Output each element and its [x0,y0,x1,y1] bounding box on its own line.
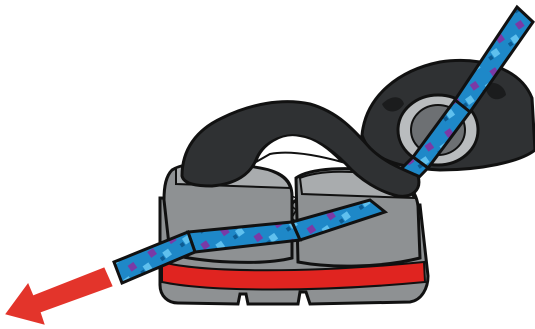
pull-direction-arrow [6,268,112,324]
